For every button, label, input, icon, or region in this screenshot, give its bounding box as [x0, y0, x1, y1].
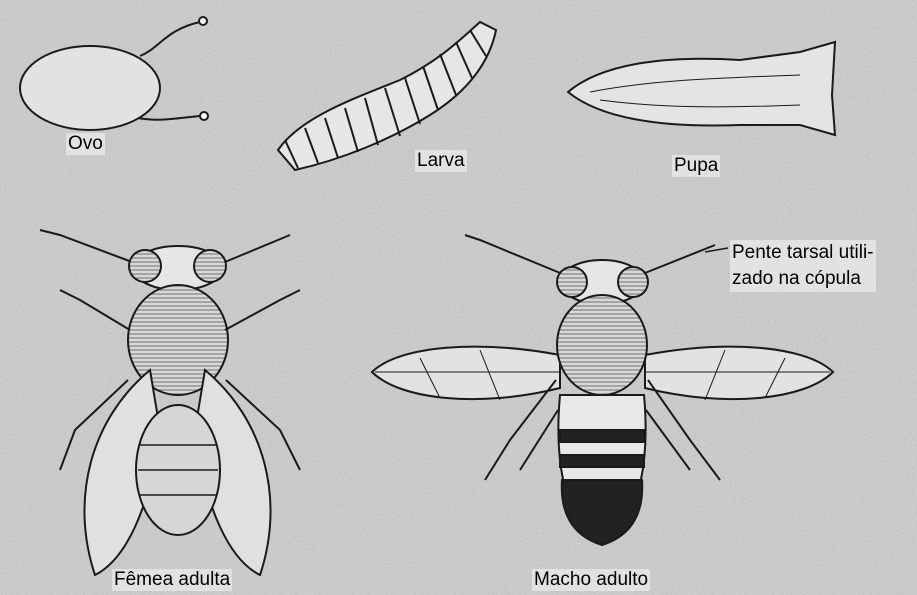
tarsal-comb-label: Pente tarsal utili- zado na cópula [730, 240, 876, 292]
pupa-label: Pupa [672, 155, 720, 177]
adult-male-label: Macho adulto [532, 569, 650, 591]
larva-label: Larva [415, 150, 467, 172]
adult-female-label: Fêmea adulta [112, 569, 232, 591]
egg-label: Ovo [66, 133, 105, 155]
tarsal-comb-label-line2: zado na cópula [732, 266, 874, 292]
tarsal-comb-label-line1: Pente tarsal utili- [732, 240, 874, 266]
